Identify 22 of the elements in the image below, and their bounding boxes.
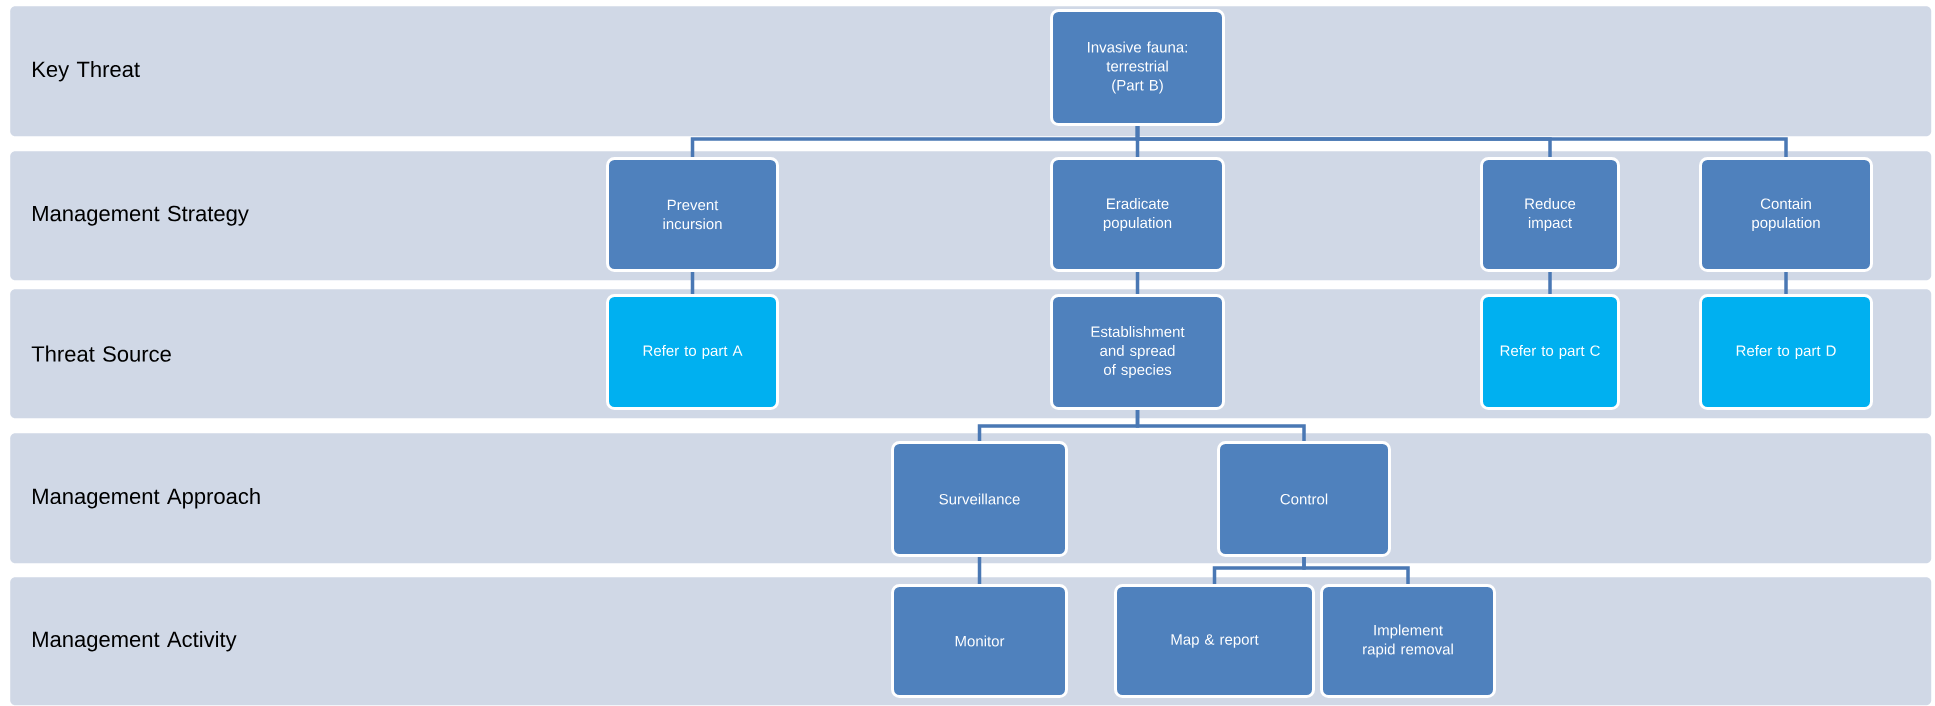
process-box: Monitor (891, 584, 1068, 698)
connector-line (1135, 410, 1306, 441)
connector-line (690, 272, 695, 294)
process-box: Refer to part C (1480, 294, 1620, 410)
connector-line (977, 557, 982, 584)
process-box: Contain population (1699, 157, 1873, 272)
process-box: Eradicate population (1050, 157, 1225, 272)
process-box: Prevent incursion (606, 157, 779, 272)
process-box: Refer to part D (1699, 294, 1873, 410)
connector-line (1548, 272, 1552, 294)
process-box: Refer to part A (606, 294, 779, 410)
process-box: Reduce impact (1480, 157, 1620, 272)
process-box: Map & report (1114, 584, 1315, 698)
connector-line (1135, 272, 1140, 294)
connector-line (1135, 126, 1788, 157)
connector-line (1784, 272, 1788, 294)
process-box: Invasive fauna: terrestrial (Part B) (1050, 9, 1225, 126)
process-box: Implement rapid removal (1320, 584, 1496, 698)
connector-line (1302, 557, 1410, 584)
process-box: Surveillance (891, 441, 1068, 557)
process-box: Establishment and spread of species (1050, 294, 1225, 410)
process-box: Control (1217, 441, 1391, 557)
